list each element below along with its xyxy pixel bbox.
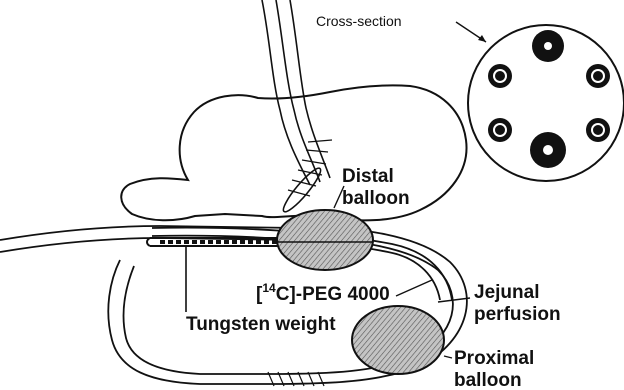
label-cross-section: Cross-section — [316, 13, 402, 29]
cross-section-arrowhead — [478, 35, 486, 42]
gastric-small-balloon — [279, 165, 324, 216]
label-jejunal-1: Jejunal — [474, 282, 539, 303]
lumens-small — [488, 64, 610, 142]
cross-section — [456, 22, 624, 181]
proximal-balloon — [352, 306, 444, 374]
label-tungsten: Tungsten weight — [186, 314, 336, 335]
jejunal-pointer — [438, 298, 470, 302]
label-distal-2: balloon — [342, 188, 410, 209]
lumen-large-bottom-core — [543, 145, 553, 155]
label-peg: [14C]-PEG 4000 — [256, 281, 390, 305]
lumen-large-top-core — [544, 42, 552, 50]
label-distal-1: Distal — [342, 166, 394, 187]
distal-balloon — [277, 210, 373, 270]
label-proximal-2: balloon — [454, 370, 522, 390]
label-jejunal-2: perfusion — [474, 304, 561, 325]
peg-pointer — [396, 280, 432, 296]
proximal-pointer — [444, 356, 452, 358]
label-proximal-1: Proximal — [454, 348, 534, 369]
